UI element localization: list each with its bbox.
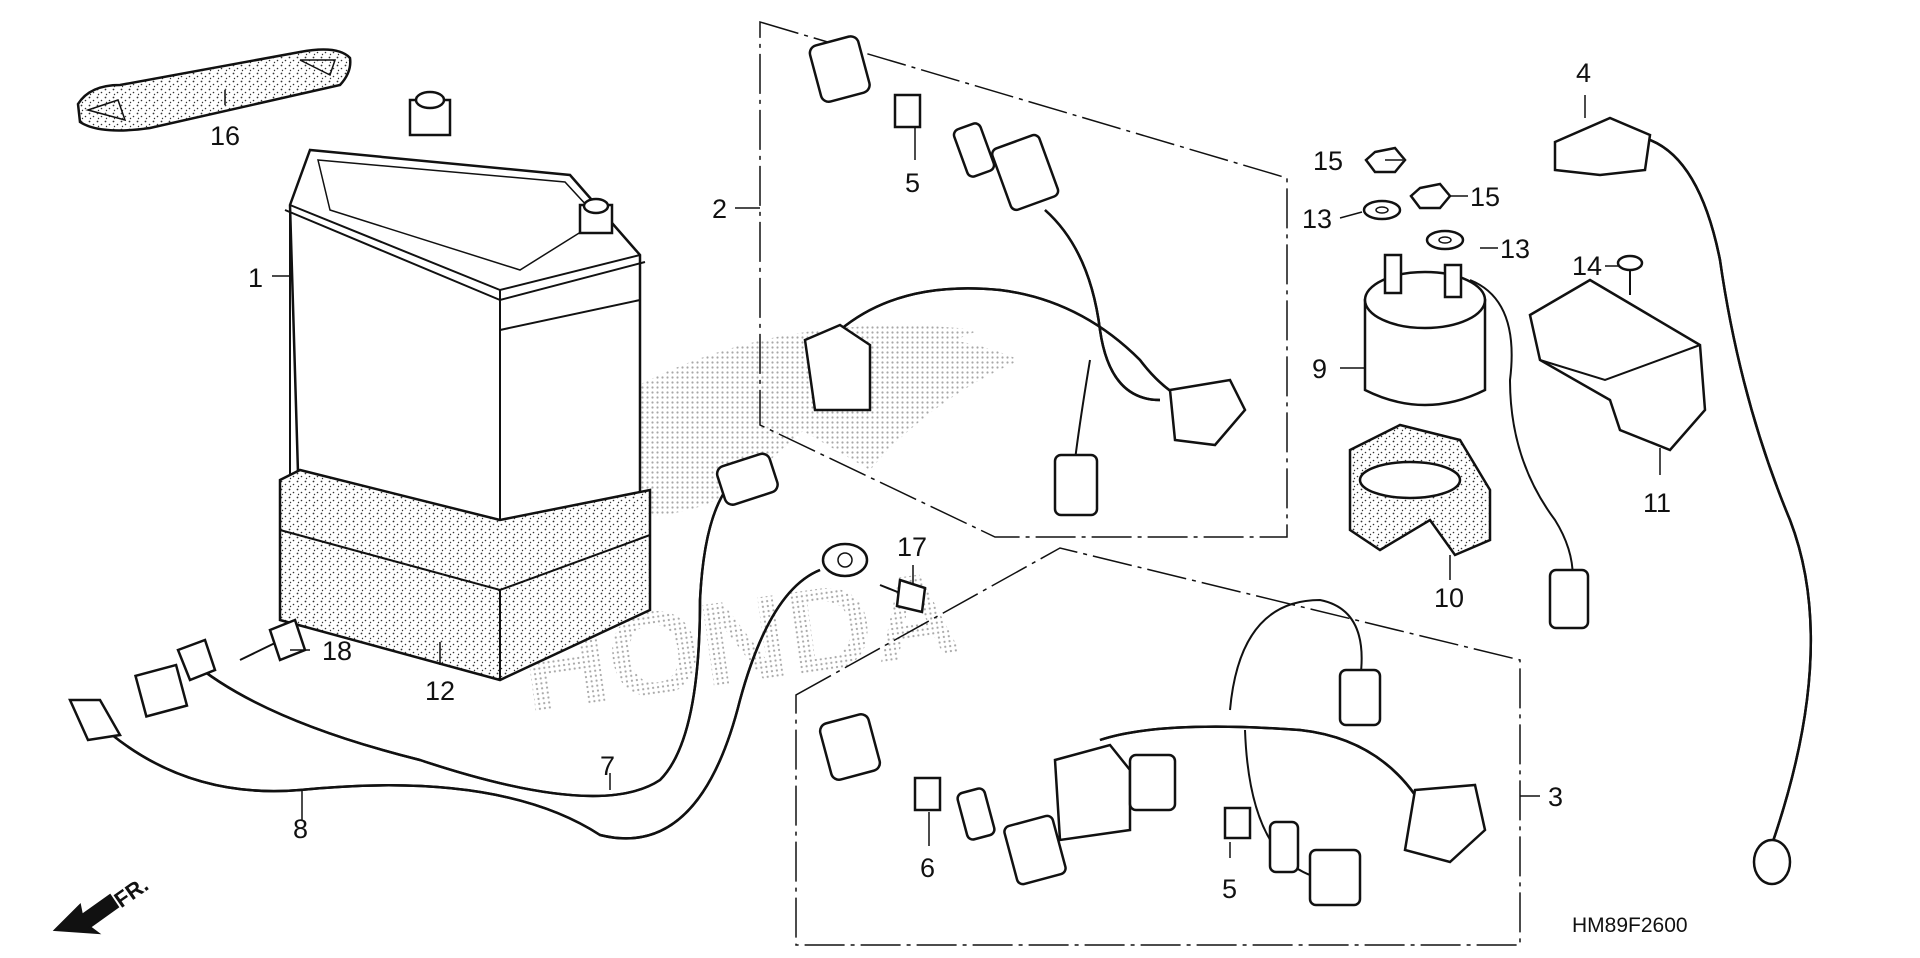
callout-13-left: 13 [1302, 204, 1332, 234]
front-direction-arrow: FR. [52, 872, 153, 935]
callout-12: 12 [425, 676, 455, 706]
callout-10: 10 [1434, 583, 1464, 613]
cable-4 [1553, 116, 1813, 886]
callout-5-lower: 5 [1222, 874, 1237, 904]
callout-6: 6 [920, 853, 935, 883]
callout-15-right: 15 [1470, 182, 1500, 212]
harness-3 [818, 598, 1487, 907]
callout-7: 7 [600, 751, 615, 781]
callout-1: 1 [248, 263, 263, 293]
relay-mount [1348, 423, 1492, 557]
callout-16: 16 [210, 121, 240, 151]
callout-15-left: 15 [1313, 146, 1343, 176]
screw-14 [1616, 254, 1644, 295]
bolt-17 [879, 578, 927, 614]
washer-13-a [1362, 199, 1402, 221]
harness-group-2-outline [759, 20, 1288, 538]
battery-pad [278, 468, 652, 682]
harness-group-3-outline [795, 547, 1521, 946]
starter-relay [1363, 253, 1590, 630]
callouts: 1 2 3 4 5 5 6 7 8 9 10 11 12 13 13 14 15… [210, 58, 1671, 904]
diagram-code: HM89F2600 [1572, 914, 1688, 937]
callout-9: 9 [1312, 354, 1327, 384]
callout-4: 4 [1576, 58, 1591, 88]
callout-8: 8 [293, 814, 308, 844]
battery [284, 90, 646, 590]
nut-15-b [1409, 182, 1452, 210]
harness-2 [803, 35, 1247, 517]
leader-lines [224, 90, 1661, 858]
callout-11: 11 [1643, 488, 1671, 518]
callout-3: 3 [1548, 782, 1563, 812]
washer-13-b [1425, 229, 1465, 251]
battery-strap [76, 48, 352, 132]
callout-18: 18 [322, 636, 352, 666]
cable-7 [176, 452, 779, 798]
callout-2: 2 [712, 194, 727, 224]
callout-17: 17 [897, 532, 927, 562]
callout-14: 14 [1572, 251, 1602, 281]
relay-cover [1528, 278, 1707, 452]
cable-8 [68, 542, 869, 840]
callout-5-upper: 5 [905, 168, 920, 198]
bolt-18 [239, 618, 307, 662]
callout-13-right: 13 [1500, 234, 1530, 264]
